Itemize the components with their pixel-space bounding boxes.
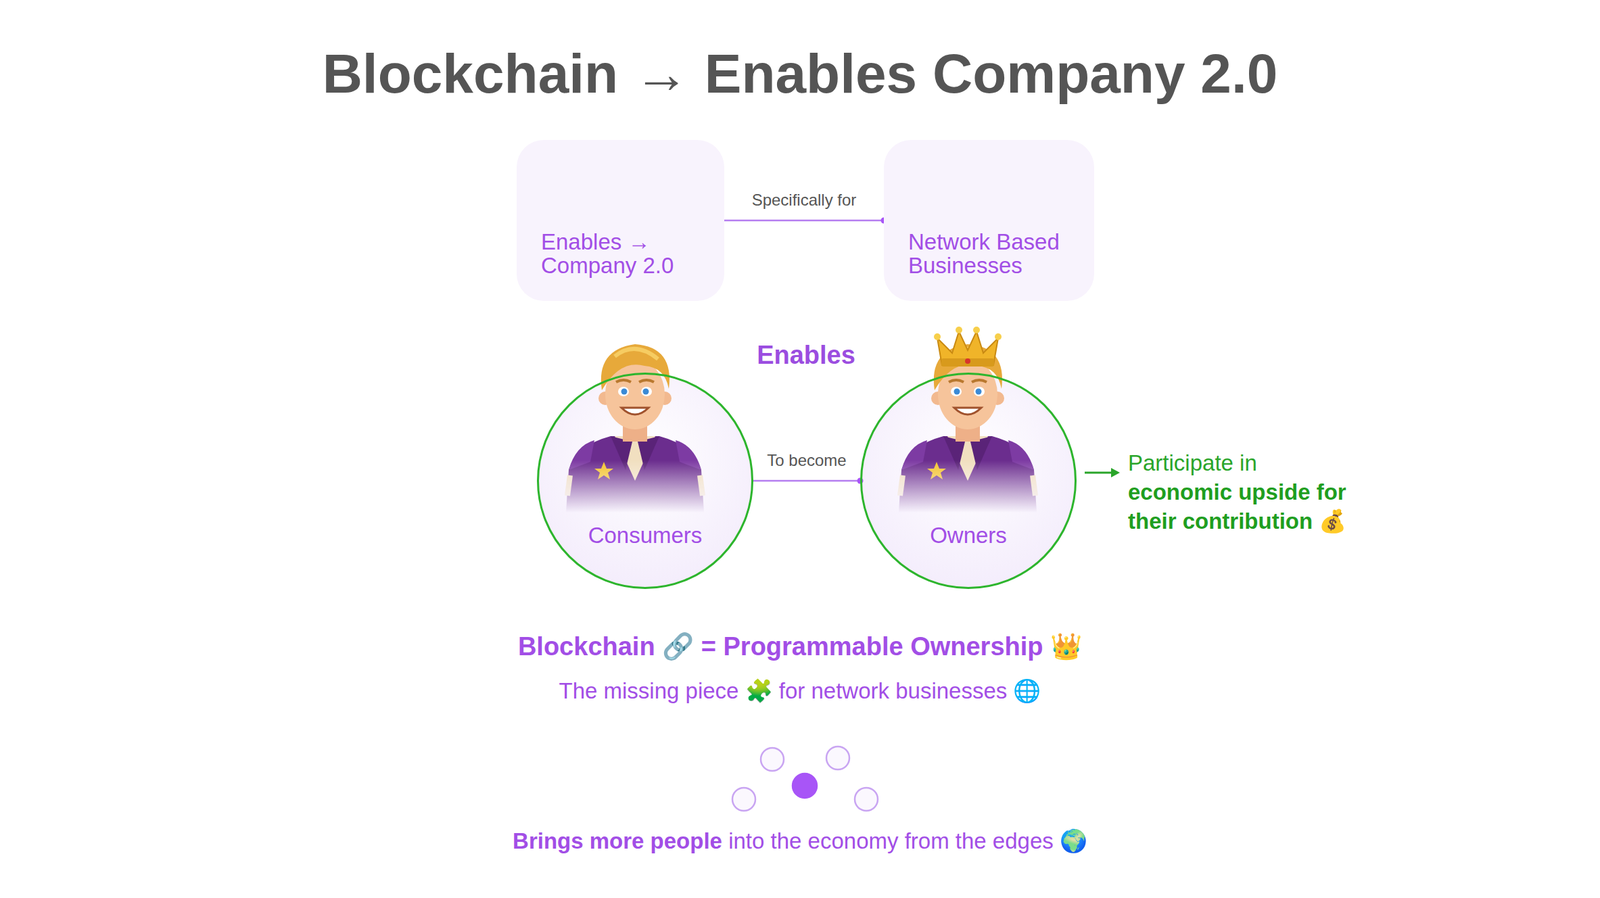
consumer-figure bbox=[566, 344, 704, 513]
circle-label: Owners bbox=[862, 522, 1075, 550]
note-text: The missing piece 🧩 for network business… bbox=[0, 677, 1600, 704]
note-text: Participate in bbox=[1127, 449, 1372, 479]
edge-label: To become bbox=[671, 451, 943, 470]
connector bbox=[724, 219, 884, 222]
box-label: Enables → Company 2.0 bbox=[540, 230, 690, 278]
node-circle: Owners bbox=[860, 372, 1077, 590]
circle-label: Consumers bbox=[538, 522, 752, 550]
leader-arrow bbox=[1084, 467, 1120, 478]
node-box: Network Based Businesses bbox=[883, 139, 1095, 301]
diagram-title: Blockchain → Enables Company 2.0 bbox=[0, 41, 1600, 106]
note-group: Participate ineconomic upside for their … bbox=[1127, 449, 1372, 537]
owner-figure bbox=[898, 344, 1037, 513]
note-text: into the economy from the edges 🌍 bbox=[728, 827, 1088, 855]
box-label: Network Based Businesses bbox=[908, 230, 1081, 278]
edge-label: Specifically for bbox=[668, 190, 940, 210]
note-text: economic upside for their contribution 💰 bbox=[1127, 478, 1372, 537]
circle-text-holder: Consumers bbox=[538, 522, 752, 550]
edge-dots bbox=[732, 746, 878, 811]
note-text: Blockchain 🔗 = Programmable Ownership 👑 bbox=[0, 631, 1600, 662]
crown bbox=[933, 326, 1002, 367]
node-box: Enables → Company 2.0 bbox=[516, 139, 725, 301]
circle-text-holder: Owners bbox=[862, 522, 1075, 550]
note-text: Brings more people bbox=[512, 828, 723, 855]
node-circle: Consumers bbox=[536, 372, 754, 590]
note-text: Enables bbox=[603, 340, 1009, 370]
connector bbox=[753, 480, 861, 483]
footer-row: Brings more peopleinto the economy from … bbox=[0, 827, 1600, 855]
